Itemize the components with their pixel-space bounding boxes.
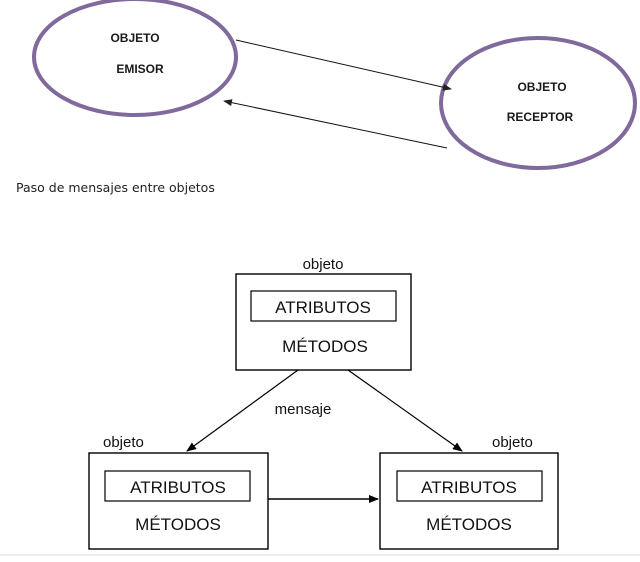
- top-diagram: OBJETO EMISOR OBJETO RECEPTOR Paso de me…: [16, 0, 637, 195]
- receptor-ellipse: [439, 36, 637, 170]
- top-object-methods: MÉTODOS: [282, 337, 368, 356]
- bottom-diagram: objeto ATRIBUTOS MÉTODOS objeto ATRIBUTO…: [88, 256, 559, 550]
- left-object-methods: MÉTODOS: [135, 515, 221, 534]
- message-label: mensaje: [275, 401, 332, 418]
- diagram-caption: Paso de mensajes entre objetos: [16, 180, 215, 195]
- emisor-ellipse: [32, 0, 238, 117]
- receptor-line1: OBJETO: [517, 80, 566, 94]
- emisor-line1: OBJETO: [110, 31, 159, 45]
- arrow-top-to-left: [186, 369, 299, 452]
- top-object-attributes-box: [250, 290, 397, 322]
- arrow-emisor-to-receptor: [235, 39, 452, 91]
- right-object-methods: MÉTODOS: [426, 515, 512, 534]
- receptor-line2: RECEPTOR: [507, 110, 574, 124]
- top-object-box: [235, 273, 412, 371]
- left-object-attributes-box: [104, 470, 251, 502]
- left-object-attributes: ATRIBUTOS: [130, 478, 226, 497]
- left-object-header: objeto: [103, 434, 144, 451]
- arrow-top-to-right: [347, 369, 463, 452]
- right-object-attributes: ATRIBUTOS: [421, 478, 517, 497]
- top-object-attributes: ATRIBUTOS: [275, 298, 371, 317]
- right-object-attributes-box: [396, 470, 543, 502]
- right-object-header: objeto: [492, 434, 533, 451]
- emisor-line2: EMISOR: [116, 62, 164, 76]
- top-object-header: objeto: [303, 256, 344, 273]
- arrow-receptor-to-emisor: [223, 99, 448, 149]
